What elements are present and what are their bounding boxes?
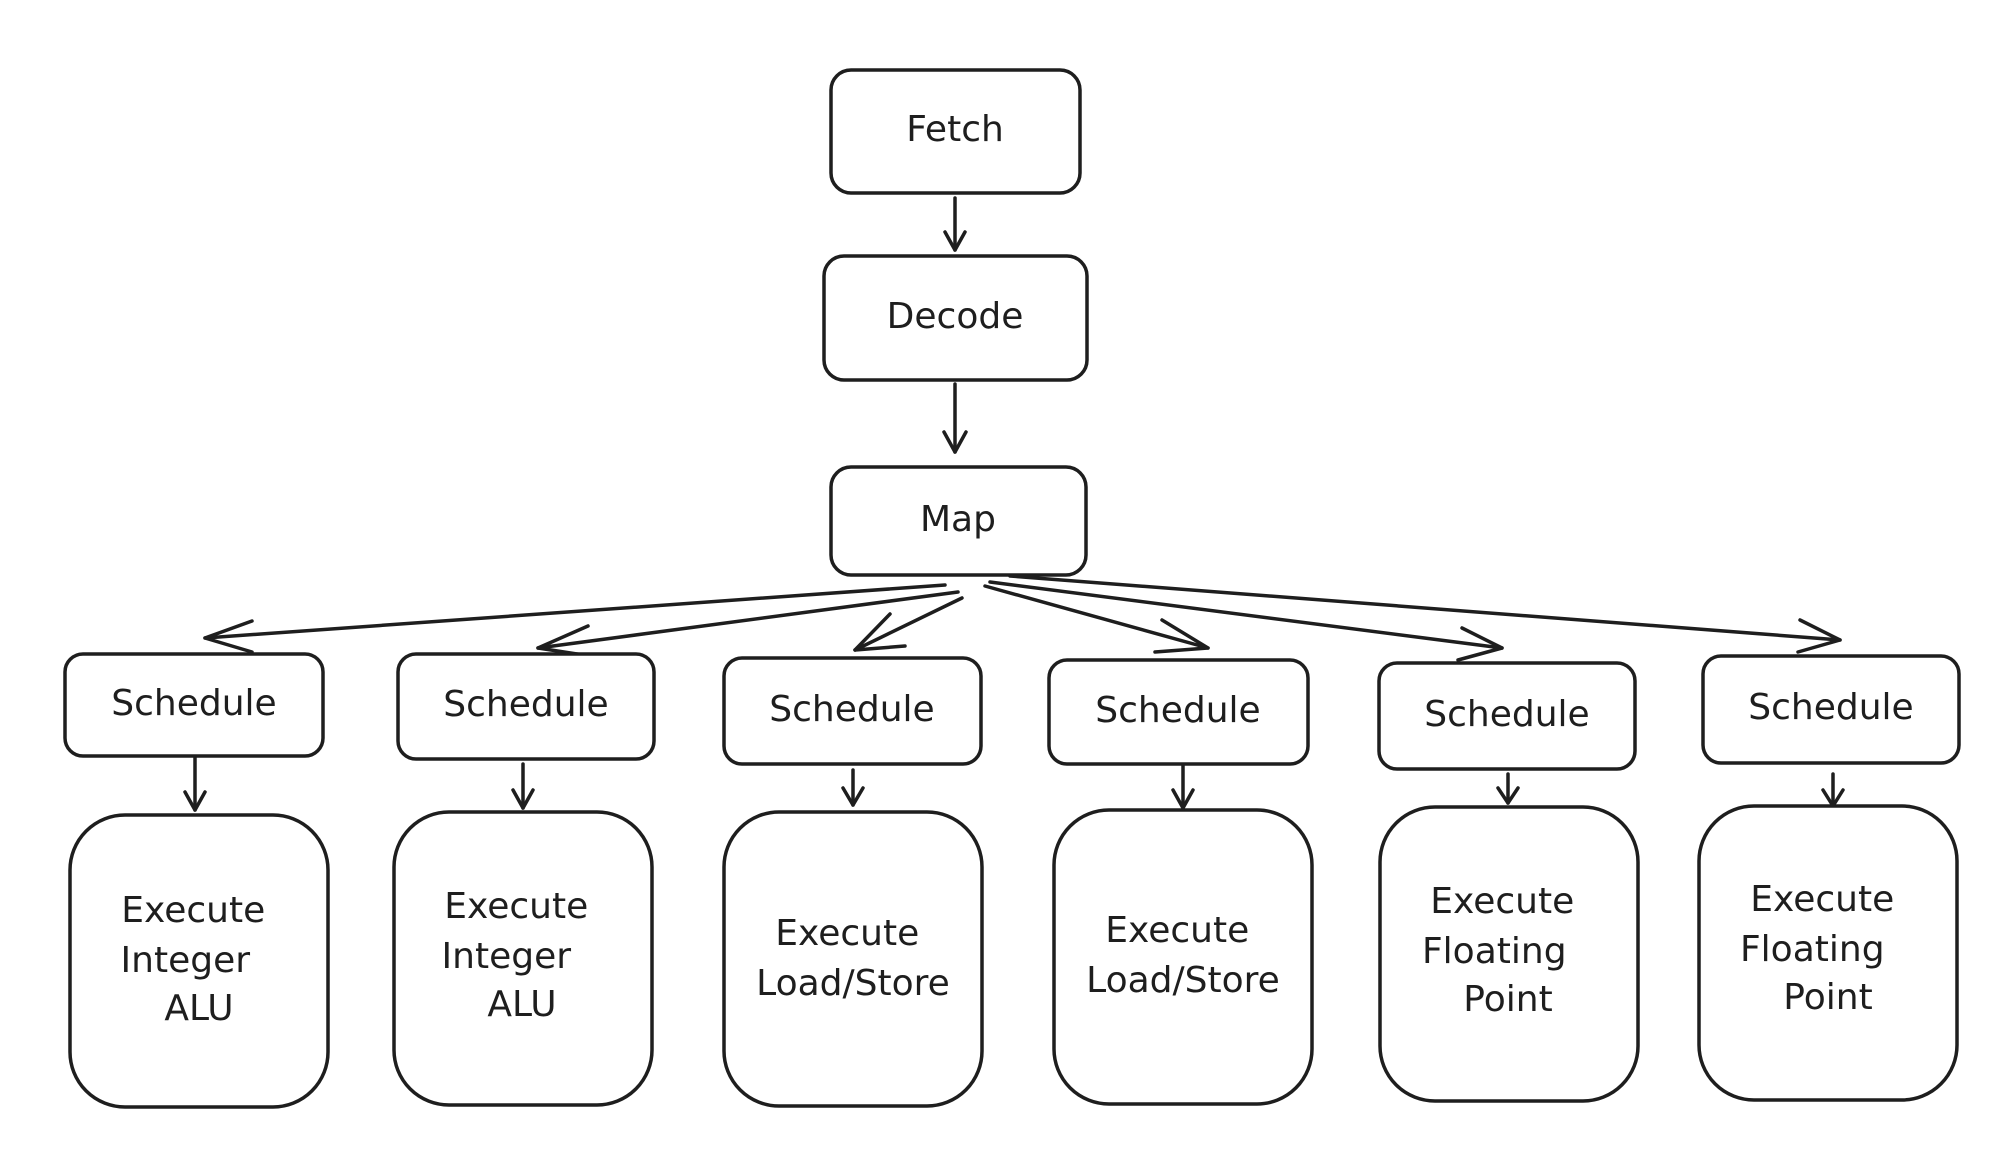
node-execute-1-line-2: Integer [121, 940, 251, 981]
node-execute-2-line-3: ALU [487, 984, 556, 1025]
node-execute-3-label: Execute Load/Store [756, 913, 950, 1004]
node-execute-1-line-1: Execute [121, 890, 265, 931]
edge-schedule-5-execute-5 [1496, 772, 1520, 805]
node-schedule-5-label: Schedule [1424, 694, 1589, 735]
node-execute-4: Execute Load/Store [1052, 808, 1314, 1106]
node-execute-3: Execute Load/Store [722, 810, 984, 1108]
node-execute-5-label: Execute Floating Point [1422, 881, 1586, 1020]
node-execute-5-line-2: Floating [1422, 931, 1567, 972]
edge-map-schedule-6 [1008, 574, 1842, 654]
edge-fetch-decode [943, 196, 967, 252]
node-execute-1: Execute Integer ALU [68, 813, 330, 1109]
node-schedule-4: Schedule [1047, 658, 1310, 766]
node-schedule-1-label: Schedule [111, 683, 276, 724]
node-execute-4-line-2: Load/Store [1086, 960, 1280, 1001]
node-schedule-6-label: Schedule [1748, 687, 1913, 728]
node-execute-3-line-2: Load/Store [756, 963, 950, 1004]
node-schedule-4-label: Schedule [1095, 690, 1260, 731]
node-map: Map [829, 465, 1088, 577]
edge-schedule-3-execute-3 [841, 768, 865, 807]
node-decode-label: Decode [887, 296, 1024, 337]
node-execute-2-line-2: Integer [442, 936, 572, 977]
node-execute-5: Execute Floating Point [1378, 805, 1640, 1103]
edge-map-schedule-5 [988, 580, 1504, 662]
node-schedule-6: Schedule [1701, 654, 1961, 765]
node-execute-6-line-3: Point [1783, 977, 1872, 1018]
node-execute-3-line-1: Execute [775, 913, 919, 954]
node-execute-2-line-1: Execute [444, 886, 588, 927]
edges [183, 196, 1845, 812]
node-execute-2-label: Execute Integer ALU [442, 886, 600, 1025]
node-execute-6-label: Execute Floating Point [1740, 879, 1906, 1018]
node-execute-5-line-1: Execute [1430, 881, 1574, 922]
node-schedule-3-label: Schedule [769, 689, 934, 730]
edge-decode-map [942, 382, 968, 454]
edge-map-schedule-1 [203, 583, 947, 654]
node-schedule-3: Schedule [722, 656, 983, 766]
node-execute-6: Execute Floating Point [1697, 804, 1959, 1102]
node-execute-4-line-1: Execute [1105, 910, 1249, 951]
edge-map-schedule-3 [853, 596, 964, 652]
node-execute-5-line-3: Point [1463, 979, 1552, 1020]
node-schedule-2: Schedule [396, 652, 656, 761]
node-decode: Decode [822, 254, 1089, 382]
edge-schedule-4-execute-4 [1171, 762, 1195, 810]
node-fetch: Fetch [829, 68, 1082, 195]
node-execute-1-label: Execute Integer ALU [121, 890, 277, 1029]
edge-map-schedule-4 [983, 584, 1210, 654]
node-map-label: Map [920, 499, 996, 540]
node-execute-6-line-1: Execute [1750, 879, 1894, 920]
node-execute-1-line-3: ALU [164, 988, 233, 1029]
edge-schedule-1-execute-1 [183, 754, 207, 812]
node-schedule-2-label: Schedule [443, 684, 608, 725]
node-fetch-label: Fetch [906, 109, 1004, 150]
edge-schedule-2-execute-2 [511, 762, 535, 810]
node-schedule-1: Schedule [63, 652, 325, 758]
node-execute-6-line-2: Floating [1740, 929, 1885, 970]
edge-schedule-6-execute-6 [1821, 772, 1845, 808]
node-execute-2: Execute Integer ALU [392, 810, 654, 1107]
node-schedule-5: Schedule [1377, 661, 1637, 771]
node-execute-4-label: Execute Load/Store [1086, 910, 1280, 1001]
